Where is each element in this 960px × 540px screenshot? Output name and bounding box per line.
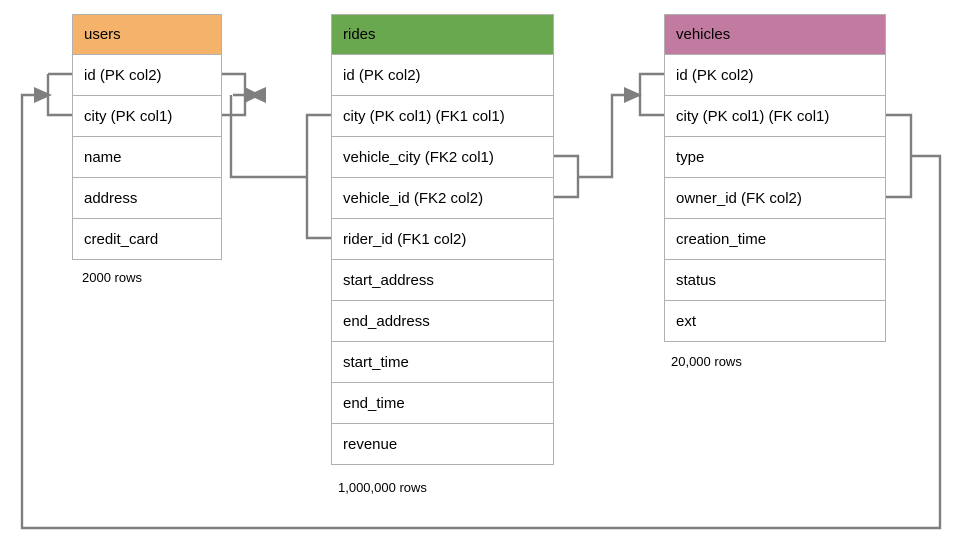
column-label: city (PK col1) (84, 107, 173, 125)
column-vehicles-id[interactable]: id (PK col2) (664, 55, 886, 96)
column-label: credit_card (84, 230, 159, 248)
table-users[interactable]: users id (PK col2) city (PK col1) name a… (72, 14, 222, 260)
column-vehicles-ext[interactable]: ext (664, 301, 886, 342)
column-rides-end-address[interactable]: end_address (331, 301, 554, 342)
column-rides-start-address[interactable]: start_address (331, 260, 554, 301)
column-users-city[interactable]: city (PK col1) (72, 96, 222, 137)
column-label: type (676, 148, 705, 166)
row-count-users: 2000 rows (82, 270, 142, 285)
column-label: status (676, 271, 717, 289)
arrowhead-fk1 (248, 87, 266, 103)
column-users-id[interactable]: id (PK col2) (72, 55, 222, 96)
table-users-header: users (72, 14, 222, 55)
column-vehicles-status[interactable]: status (664, 260, 886, 301)
column-label: id (PK col2) (676, 66, 754, 84)
column-label: revenue (343, 435, 398, 453)
column-label: id (PK col2) (84, 66, 162, 84)
column-rides-start-time[interactable]: start_time (331, 342, 554, 383)
column-vehicles-city[interactable]: city (PK col1) (FK col1) (664, 96, 886, 137)
column-label: vehicle_city (FK2 col1) (343, 148, 494, 166)
column-rides-revenue[interactable]: revenue (331, 424, 554, 465)
arrowhead-fk3 (34, 87, 52, 103)
column-label: vehicle_id (FK2 col2) (343, 189, 484, 207)
column-label: ext (676, 312, 697, 330)
column-rides-end-time[interactable]: end_time (331, 383, 554, 424)
arrowhead-fk2 (624, 87, 642, 103)
column-users-address[interactable]: address (72, 178, 222, 219)
column-label: end_time (343, 394, 405, 412)
column-label: owner_id (FK col2) (676, 189, 802, 207)
column-label: name (84, 148, 122, 166)
connector-fk2-rides-to-vehicles (554, 72, 664, 199)
column-users-name[interactable]: name (72, 137, 222, 178)
column-rides-vehicle-city[interactable]: vehicle_city (FK2 col1) (331, 137, 554, 178)
column-label: id (PK col2) (343, 66, 421, 84)
column-label: address (84, 189, 138, 207)
column-label: creation_time (676, 230, 767, 248)
column-label: start_time (343, 353, 409, 371)
column-vehicles-type[interactable]: type (664, 137, 886, 178)
table-users-title: users (84, 26, 121, 43)
table-rides[interactable]: rides id (PK col2) city (PK col1) (FK1 c… (331, 14, 554, 465)
column-users-credit-card[interactable]: credit_card (72, 219, 222, 260)
row-count-rides: 1,000,000 rows (338, 480, 427, 495)
column-label: rider_id (FK1 col2) (343, 230, 467, 248)
table-vehicles-header: vehicles (664, 14, 886, 55)
column-rides-id[interactable]: id (PK col2) (331, 55, 554, 96)
column-rides-city[interactable]: city (PK col1) (FK1 col1) (331, 96, 554, 137)
row-count-vehicles: 20,000 rows (671, 354, 742, 369)
column-label: end_address (343, 312, 430, 330)
column-label: city (PK col1) (FK col1) (676, 107, 830, 125)
column-rides-vehicle-id[interactable]: vehicle_id (FK2 col2) (331, 178, 554, 219)
table-vehicles-title: vehicles (676, 26, 731, 43)
column-rides-rider-id[interactable]: rider_id (FK1 col2) (331, 219, 554, 260)
column-label: start_address (343, 271, 434, 289)
column-vehicles-creation-time[interactable]: creation_time (664, 219, 886, 260)
table-rides-header: rides (331, 14, 554, 55)
table-vehicles[interactable]: vehicles id (PK col2) city (PK col1) (FK… (664, 14, 886, 342)
table-rides-title: rides (343, 26, 376, 43)
column-label: city (PK col1) (FK1 col1) (343, 107, 505, 125)
column-vehicles-owner-id[interactable]: owner_id (FK col2) (664, 178, 886, 219)
